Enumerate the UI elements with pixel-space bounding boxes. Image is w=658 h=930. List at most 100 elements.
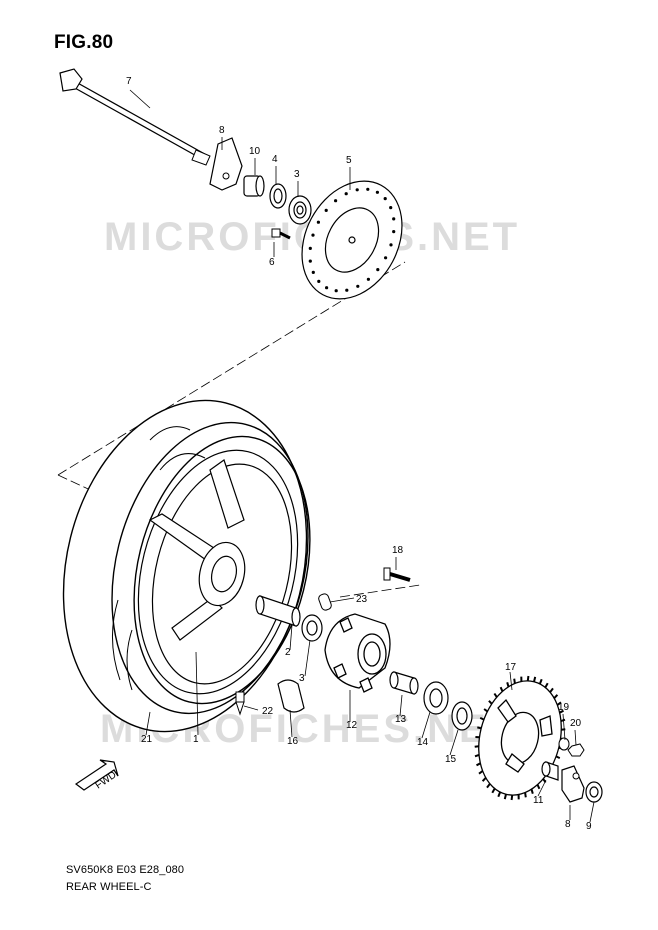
sprocket-tooth bbox=[556, 701, 562, 706]
hub-spacer bbox=[255, 595, 301, 627]
disc-hole bbox=[344, 192, 348, 196]
bearing-lower bbox=[301, 614, 323, 642]
disc-hole bbox=[308, 246, 312, 250]
sprocket-tooth bbox=[497, 791, 502, 798]
axle-plate-right bbox=[561, 765, 585, 803]
axle-plate-left-hole bbox=[222, 172, 230, 180]
sprocket-tooth bbox=[488, 700, 493, 705]
disc-hole bbox=[389, 243, 393, 247]
sprocket-tooth bbox=[478, 770, 484, 775]
damper-pin bbox=[318, 593, 332, 611]
axle-spacer-right bbox=[541, 761, 559, 781]
sprocket-tooth bbox=[549, 687, 554, 693]
callout-11: 11 bbox=[533, 795, 544, 806]
sprocket-tooth bbox=[499, 686, 504, 692]
section-name: REAR WHEEL-C bbox=[66, 881, 152, 893]
sprocket-tooth bbox=[486, 783, 491, 789]
callout-15: 15 bbox=[445, 754, 457, 765]
axle bbox=[59, 68, 211, 166]
leader-line bbox=[129, 89, 151, 109]
callout-23: 23 bbox=[356, 594, 368, 605]
sprocket-tooth bbox=[474, 753, 480, 758]
leader-line bbox=[562, 713, 566, 741]
callout-3: 3 bbox=[294, 169, 300, 180]
sprocket-teeth bbox=[474, 675, 566, 801]
leader-line bbox=[589, 801, 595, 823]
forward-arrow-icon: FWD bbox=[74, 759, 119, 791]
callout-22: 22 bbox=[262, 706, 274, 717]
leader-line bbox=[195, 651, 199, 736]
leader-line bbox=[509, 671, 513, 691]
leader-line bbox=[329, 597, 355, 603]
leader-line bbox=[304, 639, 311, 677]
callout-3: 3 bbox=[299, 673, 305, 684]
sprocket-tooth bbox=[483, 708, 488, 713]
sprocket-nut bbox=[567, 743, 585, 757]
disc-hole bbox=[355, 188, 359, 192]
sprocket-tooth bbox=[555, 755, 561, 760]
callout-4: 4 bbox=[272, 154, 278, 165]
sprocket-tooth bbox=[560, 718, 566, 723]
figure-title: FIG.80 bbox=[54, 32, 114, 53]
sprocket-drum bbox=[324, 613, 391, 693]
callout-7: 7 bbox=[126, 76, 132, 87]
callout-1: 1 bbox=[193, 734, 199, 745]
callout-17: 17 bbox=[505, 662, 517, 673]
callout-16: 16 bbox=[287, 736, 299, 747]
sprocket-tooth bbox=[553, 694, 559, 699]
leader-line bbox=[574, 729, 577, 746]
callout-13: 13 bbox=[395, 714, 407, 725]
axle-nut bbox=[585, 781, 603, 803]
balancer-weight bbox=[277, 679, 305, 713]
leader-line bbox=[145, 711, 151, 736]
sprocket-tooth bbox=[524, 792, 527, 798]
sprocket-tooth bbox=[538, 678, 543, 685]
leader-line bbox=[243, 705, 259, 711]
callout-14: 14 bbox=[417, 737, 429, 748]
disc-hole bbox=[311, 270, 315, 274]
bearing-upper bbox=[288, 195, 312, 225]
rear-sprocket bbox=[478, 680, 562, 796]
axle-plate-right-hole bbox=[572, 772, 580, 780]
sprocket-tooth bbox=[513, 678, 516, 684]
callout-12: 12 bbox=[346, 720, 358, 731]
sprocket-tooth bbox=[544, 682, 549, 688]
disc-hole bbox=[392, 230, 396, 234]
sprocket-tooth bbox=[533, 676, 537, 682]
sprocket-tooth bbox=[510, 794, 514, 801]
leader-line bbox=[421, 711, 431, 739]
disc-hole bbox=[345, 288, 349, 292]
callout-19: 19 bbox=[558, 702, 570, 713]
disc-hole bbox=[316, 220, 320, 224]
leader-line bbox=[399, 694, 403, 717]
callout-20: 20 bbox=[570, 718, 582, 729]
model-code: SV650K8 E03 E28_080 bbox=[66, 864, 185, 876]
brake-disc-holes bbox=[308, 187, 396, 293]
leader-line bbox=[289, 624, 293, 651]
sprocket-tooth bbox=[474, 745, 479, 748]
disc-hole bbox=[324, 208, 328, 212]
sprocket-tooth bbox=[559, 709, 564, 714]
disc-hole bbox=[317, 279, 321, 283]
disc-hole bbox=[392, 217, 396, 221]
disc-hole bbox=[311, 233, 315, 237]
sprocket-tooth bbox=[536, 784, 541, 790]
disc-hole bbox=[376, 268, 380, 272]
disc-hole bbox=[383, 197, 387, 201]
leader-lines bbox=[129, 89, 595, 823]
callout-2: 2 bbox=[285, 647, 291, 658]
disc-hole bbox=[389, 206, 393, 210]
callout-9: 9 bbox=[586, 821, 592, 832]
sprocket-tooth bbox=[481, 777, 487, 782]
drum-sleeve bbox=[389, 671, 419, 695]
sprocket-washer bbox=[558, 737, 570, 751]
leader-line bbox=[289, 709, 293, 738]
leader-line bbox=[449, 729, 459, 756]
disc-hole bbox=[384, 256, 388, 260]
disc-hole bbox=[366, 277, 370, 281]
disc-bolt bbox=[271, 228, 291, 240]
callout-6: 6 bbox=[269, 257, 275, 268]
